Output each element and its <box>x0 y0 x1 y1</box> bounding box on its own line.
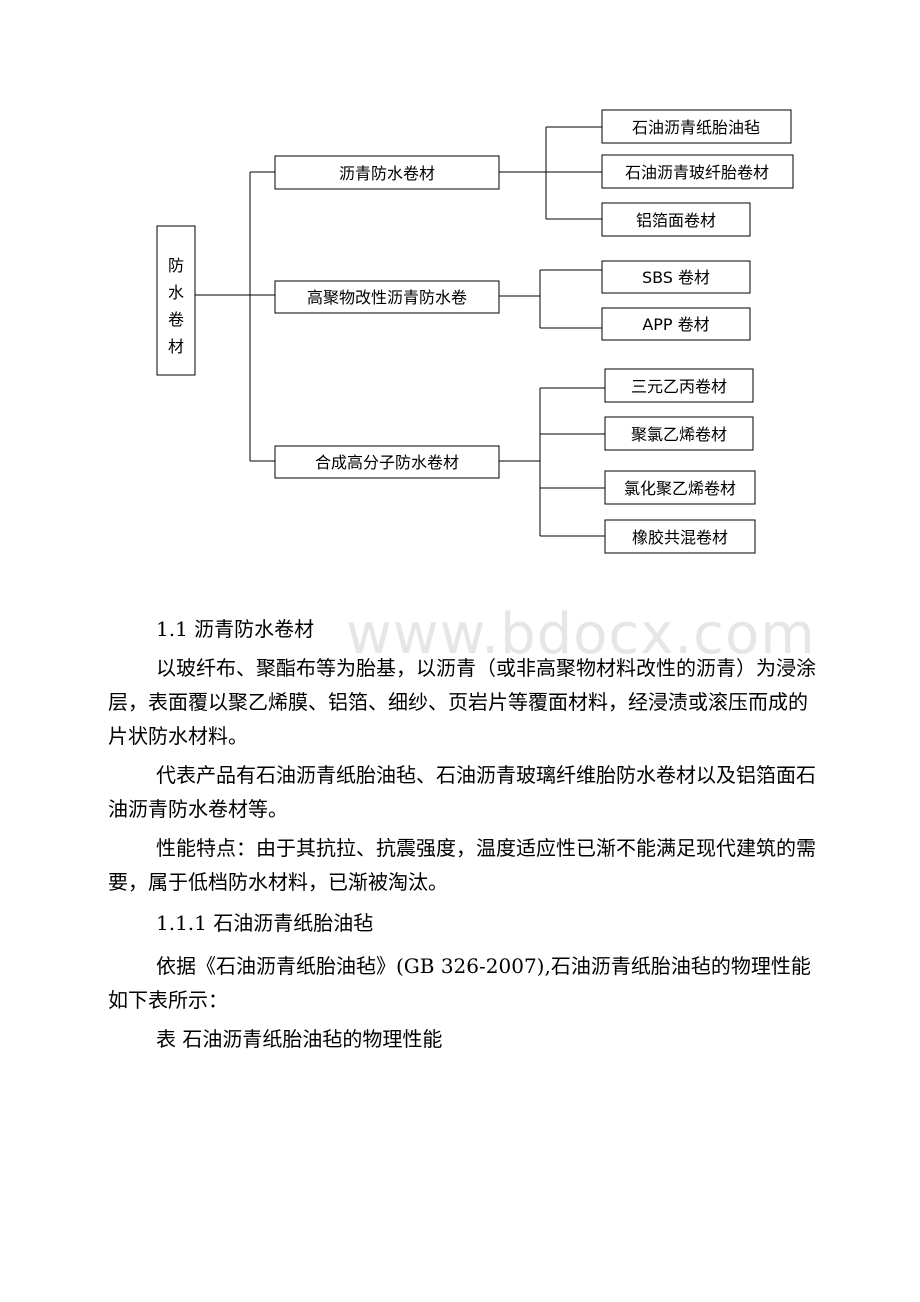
item-label: 三元乙丙卷材 <box>631 377 727 396</box>
root-char-3: 卷 <box>168 310 184 329</box>
item-label: 石油沥青纸胎油毡 <box>632 118 760 137</box>
item-label: APP 卷材 <box>642 315 709 334</box>
item-label: 橡胶共混卷材 <box>632 528 728 547</box>
item-label: SBS 卷材 <box>642 268 710 287</box>
classification-diagram: 防 水 卷 材 沥青防水卷材 石油沥青纸胎油毡 石油沥青玻纤胎卷材 铝箔面卷材 … <box>156 109 794 554</box>
paragraph: 性能特点：由于其抗拉、抗震强度，温度适应性已渐不能满足现代建筑的需要，属于低档防… <box>108 836 816 894</box>
section-heading: 1.1 沥青防水卷材 <box>156 617 315 641</box>
root-connectors <box>195 171 275 462</box>
category-synthetic-polymer: 合成高分子防水卷材 三元乙丙卷材 聚氯乙烯卷材 氯化聚乙烯卷材 橡胶共混卷材 <box>274 368 756 554</box>
category-label: 沥青防水卷材 <box>339 164 435 183</box>
category-label: 高聚物改性沥青防水卷 <box>307 288 467 307</box>
category-modified-asphalt: 高聚物改性沥青防水卷 SBS 卷材 APP 卷材 <box>274 260 751 341</box>
subsection-heading: 1.1.1 石油沥青纸胎油毡 <box>156 911 374 935</box>
watermark: www.bdocx.com <box>346 602 816 667</box>
item-label: 聚氯乙烯卷材 <box>631 425 727 444</box>
paragraph: 代表产品有石油沥青纸胎油毡、石油沥青玻璃纤维胎防水卷材以及铝箔面石油沥青防水卷材… <box>108 763 816 821</box>
root-char-2: 水 <box>168 283 184 302</box>
paragraph: 以玻纤布、聚酯布等为胎基，以沥青（或非高聚物材料改性的沥青）为浸涂层，表面覆以聚… <box>108 656 816 748</box>
item-label: 铝箔面卷材 <box>636 211 716 230</box>
item-label: 氯化聚乙烯卷材 <box>624 479 736 498</box>
table-caption: 表 石油沥青纸胎油毡的物理性能 <box>156 1027 443 1051</box>
category-label: 合成高分子防水卷材 <box>315 453 459 472</box>
paragraph: 依据《石油沥青纸胎油毡》(GB 326-2007),石油沥青纸胎油毡的物理性能如… <box>108 954 811 1012</box>
root-char-1: 防 <box>168 256 184 275</box>
root-char-4: 材 <box>168 337 184 356</box>
item-label: 石油沥青玻纤胎卷材 <box>625 163 769 182</box>
category-asphalt: 沥青防水卷材 石油沥青纸胎油毡 石油沥青玻纤胎卷材 铝箔面卷材 <box>274 109 794 237</box>
root-node: 防 水 卷 材 <box>156 225 196 376</box>
